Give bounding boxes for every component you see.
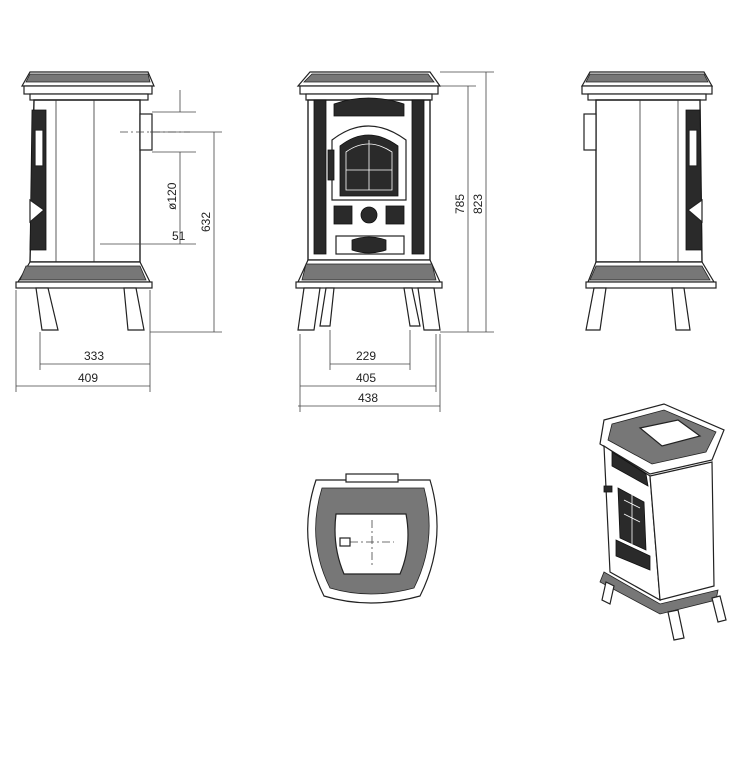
base-grille [19, 265, 147, 281]
leg-back [123, 287, 145, 331]
front-view [295, 71, 443, 331]
top-rim [299, 85, 439, 95]
top-rim [581, 85, 713, 95]
base-grille [301, 263, 437, 281]
iso-leg-3 [711, 595, 727, 623]
iso-side-face [649, 461, 715, 601]
flue-diameter-label: ø120 [165, 182, 179, 210]
width405-label: 405 [356, 371, 376, 385]
iso-hotplate [638, 419, 702, 447]
upper-band [587, 93, 707, 101]
iso-leg-1 [601, 581, 615, 605]
plan-view [307, 473, 438, 604]
door-hinge [327, 149, 335, 181]
width438-label: 438 [358, 391, 378, 405]
width229-label: 229 [356, 349, 376, 363]
base-rim [15, 281, 153, 289]
plan-hotplate [334, 513, 409, 575]
base-grille [589, 265, 711, 281]
air-control-knob [360, 206, 378, 224]
dimensions-left: ø120 51 632 333 409 [15, 90, 222, 392]
rosette-left [333, 205, 353, 225]
height823-label: 823 [471, 194, 485, 214]
leg-back [585, 287, 607, 331]
flue-spigot [583, 113, 597, 151]
iso-rosette-band [615, 539, 651, 571]
iso-leg-2 [667, 609, 685, 641]
top-rim [23, 85, 153, 95]
depth409-label: 409 [78, 371, 98, 385]
side-view-left [15, 71, 155, 331]
upper-band [29, 93, 149, 101]
flue-offset-label: 51 [172, 229, 186, 243]
iso-handle [603, 485, 613, 493]
leg-front [35, 287, 59, 331]
height632-label: 632 [199, 212, 213, 232]
dimensions-front: 785 823 229 405 438 [298, 71, 494, 412]
base-rim [295, 281, 443, 289]
leg-front-left [297, 287, 321, 331]
left-pilaster [313, 99, 327, 255]
leg-back-right [403, 287, 421, 327]
iso-door-grille [623, 494, 641, 544]
door-handle [688, 129, 698, 167]
top-plate-pattern [585, 73, 709, 83]
ornament-star [29, 198, 45, 224]
crest-ornament [333, 97, 405, 117]
base-rim [585, 281, 717, 289]
depth333-label: 333 [84, 349, 104, 363]
ornament-star [687, 198, 703, 224]
iso-crest [611, 451, 649, 487]
leg-front [671, 287, 691, 331]
height785-label: 785 [453, 194, 467, 214]
door-handle [34, 129, 44, 167]
leg-back-left [319, 287, 335, 327]
door-grille [345, 140, 393, 191]
plan-top-flange [345, 473, 399, 483]
leg-front-right [417, 287, 441, 331]
rosette-right [385, 205, 405, 225]
top-plate-pattern [303, 73, 435, 83]
isometric-view [599, 403, 727, 641]
body [29, 99, 141, 263]
right-pilaster [411, 99, 425, 255]
side-view-right [580, 71, 717, 331]
plan-damper [339, 537, 351, 547]
top-plate-pattern [25, 73, 151, 83]
ash-drawer-ornament [351, 236, 387, 254]
